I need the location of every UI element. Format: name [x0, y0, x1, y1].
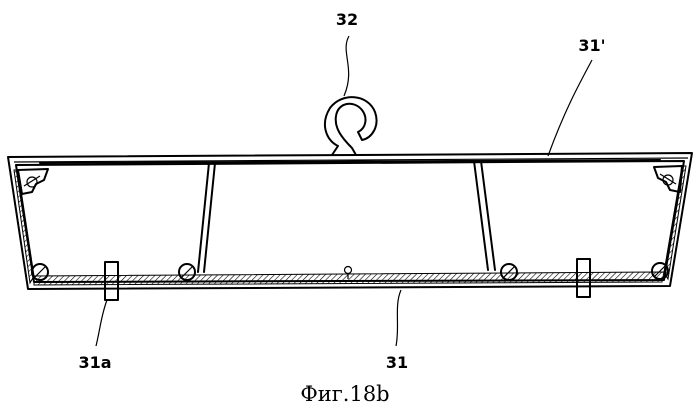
hook — [325, 97, 377, 155]
inner-ribs — [198, 161, 495, 272]
corner-bracket-left — [18, 169, 48, 194]
leader-lines — [96, 36, 592, 346]
label-body: 31 — [386, 353, 408, 372]
label-clip: 31a — [78, 353, 111, 372]
label-hook: 32 — [336, 10, 358, 29]
label-cover: 31' — [578, 36, 605, 55]
figure-caption: Фиг.18b — [300, 382, 389, 406]
